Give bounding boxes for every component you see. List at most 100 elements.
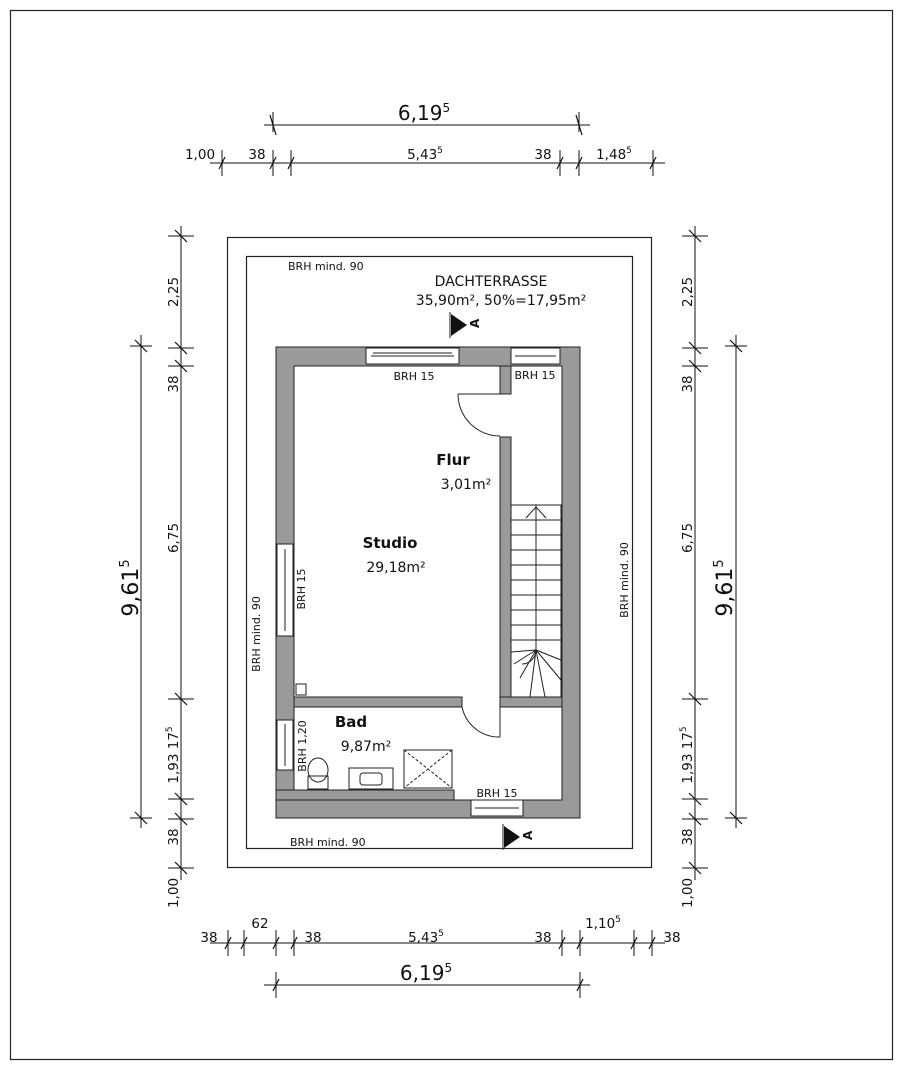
right-total-dimension: 9,615: [712, 335, 747, 828]
right-chain-5: 1,00: [680, 878, 696, 908]
left-total-sup: 5: [118, 559, 133, 567]
svg-text:62: 62: [251, 916, 268, 932]
left-chain-1: 38: [166, 375, 182, 392]
washbasin: [348, 767, 394, 790]
top-total-value: 6,19: [398, 101, 443, 125]
right-chain-4: 38: [680, 828, 696, 845]
window-flur-top: [510, 347, 561, 365]
section-label-top: A: [468, 318, 482, 328]
svg-text:1,00: 1,00: [166, 878, 182, 908]
room-name-flur: Flur: [436, 451, 470, 469]
bottom-chain-4: 38: [534, 930, 551, 946]
room-area-studio: 29,18m²: [366, 560, 425, 576]
section-marker-bottom: A: [502, 824, 535, 850]
svg-text:38: 38: [680, 828, 696, 845]
room-area-bad: 9,87m²: [341, 739, 391, 755]
window-label-bad-left: BRH 1,20: [296, 720, 309, 771]
svg-text:1,00: 1,00: [185, 147, 215, 163]
window-studio-top: [365, 347, 460, 365]
svg-text:38: 38: [304, 930, 321, 946]
svg-text:A: A: [521, 830, 535, 840]
bottom-total-value: 6,19: [400, 961, 445, 985]
svg-text:A: A: [468, 318, 482, 328]
bottom-chain-5-sup: 5: [615, 915, 621, 925]
drawing-border: [9, 9, 894, 1061]
toilet: [307, 757, 329, 790]
door-flur-top: [457, 393, 501, 437]
svg-text:38: 38: [534, 147, 551, 163]
window-label-bad-bottom: BRH 15: [477, 787, 518, 800]
room-name-studio: Studio: [363, 534, 418, 552]
svg-text:9,615: 9,615: [712, 559, 738, 616]
svg-text:6,75: 6,75: [680, 523, 696, 553]
bottom-total-dimension: 6,195: [264, 961, 590, 998]
svg-text:1,00: 1,00: [680, 878, 696, 908]
bottom-total-sup: 5: [444, 961, 452, 975]
window-label-studio-left: BRH 15: [295, 569, 308, 610]
terrace-title: DACHTERRASSE: [435, 274, 548, 290]
section-marker-top: A: [449, 312, 482, 338]
window-studio-left: [276, 543, 294, 637]
terrace-brh-top: BRH mind. 90: [288, 260, 364, 273]
svg-text:38: 38: [200, 930, 217, 946]
right-chain-3: 1,93 17: [680, 732, 696, 784]
right-chain-0: 2,25: [680, 277, 696, 307]
shaft-marker: [295, 683, 307, 696]
top-chain-1: 38: [248, 147, 265, 163]
window-bad-left: [276, 719, 294, 771]
svg-text:5,435: 5,435: [408, 929, 444, 946]
left-chain-0: 2,25: [166, 277, 182, 307]
left-chain-3: 1,93 17: [166, 732, 182, 784]
bottom-chain-2: 38: [304, 930, 321, 946]
top-chain-2: 5,43: [407, 147, 437, 163]
bottom-chain-6: 38: [663, 930, 680, 946]
staircase: [510, 504, 562, 698]
svg-text:38: 38: [663, 930, 680, 946]
svg-text:1,93 175: 1,93 175: [679, 726, 696, 783]
top-chain-dimension: 1,00 38 5,435 38 1,485: [185, 146, 665, 176]
left-chain-dimension: 2,25 38 6,75 1,93 175 38 1,00: [165, 226, 194, 908]
interior-walls: [275, 365, 563, 801]
terrace-brh-left: BRH mind. 90: [250, 596, 263, 672]
window-label-studio-top: BRH 15: [394, 370, 435, 383]
top-chain-3: 38: [534, 147, 551, 163]
svg-text:1,93 175: 1,93 175: [165, 726, 182, 783]
top-chain-2-sup: 5: [437, 146, 443, 156]
bottom-chain-5: 1,10: [585, 916, 615, 932]
svg-text:6,195: 6,195: [398, 101, 450, 125]
right-chain-1: 38: [680, 375, 696, 392]
door-bad: [461, 706, 501, 738]
right-chain-dimension: 2,25 38 6,75 1,93 175 38 1,00: [679, 226, 708, 908]
svg-text:6,195: 6,195: [400, 961, 452, 985]
top-total-sup: 5: [442, 101, 450, 115]
bottom-chain-0: 38: [200, 930, 217, 946]
terrace-brh-right: BRH mind. 90: [618, 542, 631, 618]
room-area-flur: 3,01m²: [441, 477, 491, 493]
exterior-walls: [275, 346, 581, 819]
right-total-sup: 5: [712, 559, 727, 567]
left-chain-2: 6,75: [166, 523, 182, 553]
top-chain-4-sup: 5: [626, 146, 632, 156]
svg-text:38: 38: [166, 828, 182, 845]
right-total-value: 9,61: [713, 568, 738, 617]
left-chain-3-sup: 5: [165, 726, 175, 732]
svg-text:38: 38: [166, 375, 182, 392]
svg-text:9,615: 9,615: [118, 559, 144, 616]
window-bad-bottom: [470, 799, 524, 817]
room-name-bad: Bad: [335, 713, 367, 731]
bottom-chain-3: 5,43: [408, 930, 438, 946]
svg-text:1,485: 1,485: [596, 146, 632, 163]
top-chain-0: 1,00: [185, 147, 215, 163]
bottom-chain-dimension: 38 62 38 5,435 38 1,105 38: [200, 915, 681, 956]
window-label-flur-top: BRH 15: [515, 369, 556, 382]
bottom-chain-3-sup: 5: [438, 929, 444, 939]
terrace-outline: [226, 236, 653, 869]
left-chain-4: 38: [166, 828, 182, 845]
top-total-dimension: 6,195: [264, 101, 590, 136]
svg-text:2,25: 2,25: [680, 277, 696, 307]
left-total-dimension: 9,615: [118, 335, 152, 828]
svg-text:2,25: 2,25: [166, 277, 182, 307]
svg-text:38: 38: [248, 147, 265, 163]
right-chain-3-sup: 5: [679, 726, 689, 732]
